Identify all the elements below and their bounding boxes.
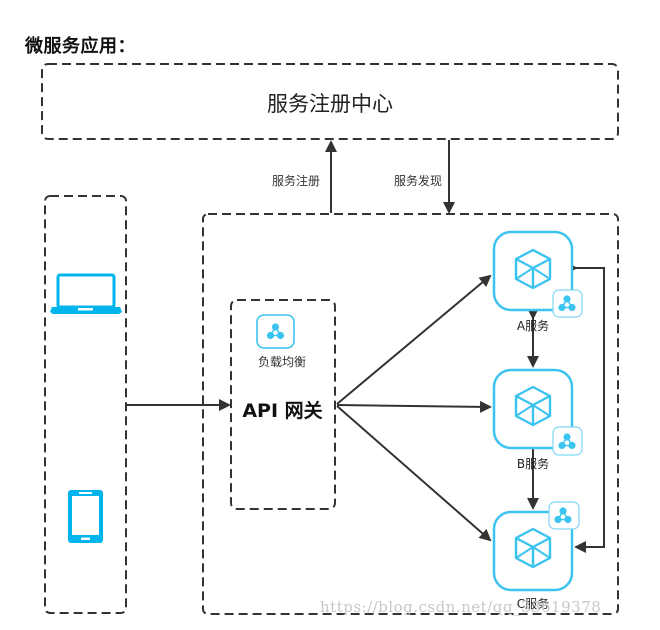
watermark: https://blog.csdn.net/qq_33619378 [320, 598, 602, 616]
share-nodes-icon [552, 289, 583, 318]
discover-label: 服务发现 [394, 174, 443, 188]
api-gateway-label: API 网关 [242, 400, 323, 422]
service-a-label: A服务 [516, 319, 550, 333]
service-registry-box [41, 63, 619, 140]
service-b-label: B服务 [516, 457, 550, 471]
load-balancer-label: 负载均衡 [257, 355, 306, 369]
page-title: 微服务应用： [25, 36, 136, 57]
share-nodes-icon [552, 426, 583, 456]
laptop-icon [50, 273, 122, 314]
service-c-label: C服务 [516, 597, 550, 611]
mobile-phone-icon [68, 490, 103, 543]
service-a-node [492, 230, 583, 318]
clients-box [44, 195, 127, 614]
a-c-bidirectional-arrow [566, 262, 605, 553]
share-nodes-icon [548, 501, 580, 530]
server-box [202, 213, 619, 615]
service-c-node [492, 501, 580, 592]
service-registry-label: 服务注册中心 [267, 92, 393, 116]
api-gateway-box [230, 299, 336, 510]
gateway-to-b-arrow [336, 400, 492, 413]
gateway-to-c-arrow [336, 405, 492, 542]
register-label: 服务注册 [272, 174, 321, 188]
load-balancer-icon [256, 314, 295, 349]
gateway-to-a-arrow [336, 274, 492, 405]
service-b-node [492, 368, 583, 456]
